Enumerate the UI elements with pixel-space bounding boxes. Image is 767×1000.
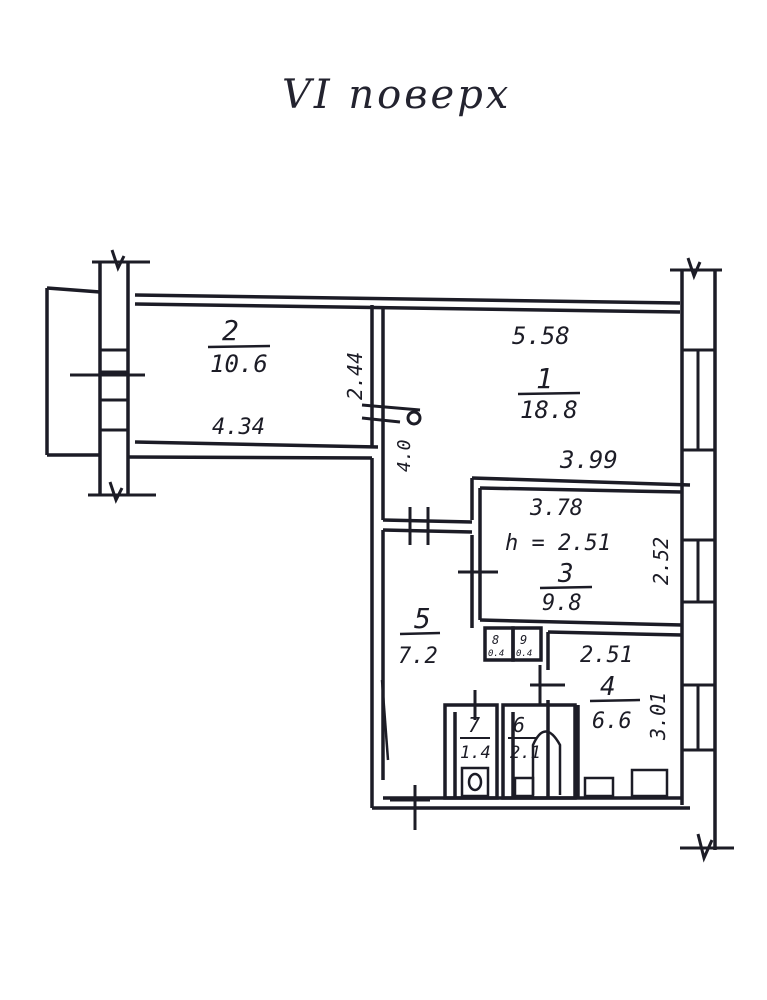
room-3-width: 3.78	[529, 496, 583, 521]
closet-9-number: 9	[520, 633, 527, 647]
room-6-area: 2.1	[510, 743, 541, 763]
room-1-bottom-dimension: 3.99	[559, 446, 618, 474]
room-5-area: 7.2	[398, 644, 438, 669]
room-3-number: 3	[557, 559, 574, 589]
wall-break-ticks	[88, 249, 734, 863]
door-marks	[361, 403, 565, 830]
room-7-number: 7	[468, 713, 480, 737]
room-6-number: 6	[513, 713, 525, 737]
room-4-area: 6.6	[592, 709, 632, 734]
room-4-number: 4	[600, 672, 616, 702]
room-1-side-dimension: 4.0	[394, 439, 415, 472]
room-4-width: 2.51	[580, 643, 633, 668]
floor-title: VI поверх	[282, 72, 512, 118]
room-1-number: 1	[536, 362, 553, 395]
exterior-walls	[45, 262, 717, 850]
window-frames	[70, 348, 717, 752]
room-2-number: 2	[222, 314, 239, 347]
room-1-width: 5.58	[512, 322, 570, 350]
room-5-number: 5	[414, 602, 431, 635]
room-3-area: 9.8	[542, 591, 582, 616]
room-7-area: 1.4	[460, 743, 491, 763]
interior-partitions	[370, 305, 691, 800]
closet-9-area: 0.4	[516, 649, 532, 659]
room-3-ceiling-height: h = 2.51	[505, 531, 611, 556]
room-2-depth: 2.44	[343, 352, 367, 400]
closet-8-number: 8	[492, 633, 499, 647]
room-3-depth: 2.52	[649, 537, 673, 585]
fixtures	[380, 679, 669, 798]
room-2-area: 10.6	[210, 350, 268, 378]
room-4-depth: 3.01	[646, 692, 670, 741]
room-2-width: 4.34	[212, 415, 265, 440]
closet-8-area: 0.4	[488, 649, 504, 659]
room-1-area: 18.8	[520, 396, 578, 424]
